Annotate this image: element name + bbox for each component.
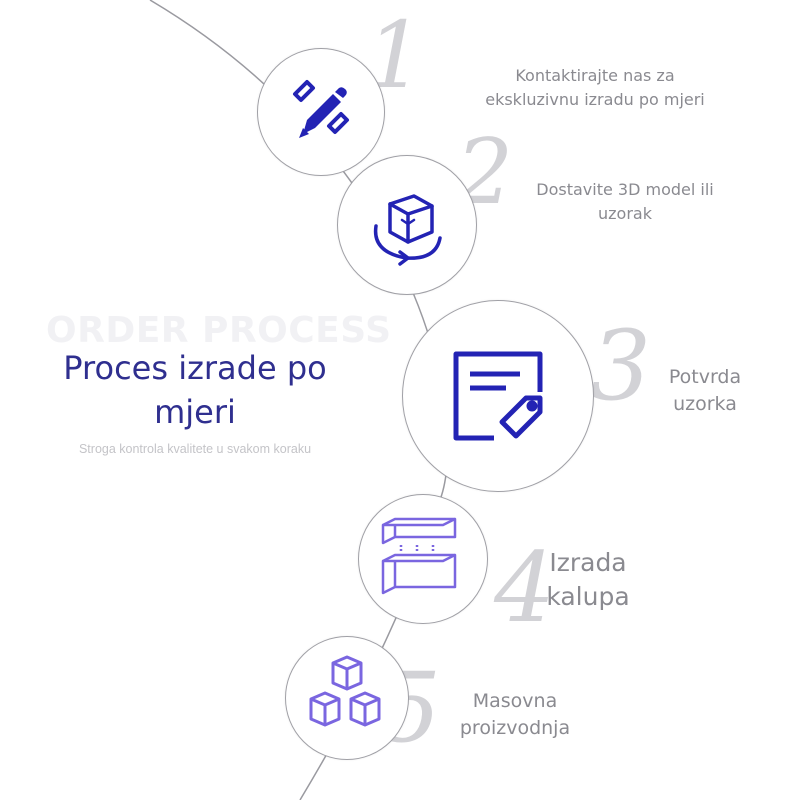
step-label-3: Potvrda uzorka bbox=[668, 366, 742, 415]
mold-box-icon bbox=[381, 517, 457, 595]
step-circle-2 bbox=[337, 155, 477, 295]
stacked-cubes-icon bbox=[309, 655, 381, 727]
document-tag-icon bbox=[453, 351, 543, 441]
step-circle-4 bbox=[358, 494, 488, 624]
step-label-2: Dostavite 3D model ili uzorak bbox=[536, 180, 714, 223]
pencil-ruler-icon bbox=[293, 80, 349, 138]
step-circle-3 bbox=[402, 300, 594, 492]
step-number-4: 4 bbox=[494, 532, 556, 644]
step-circle-5 bbox=[285, 636, 409, 760]
page-title: Proces izrade po mjeri bbox=[63, 349, 327, 431]
step-label-5: Masovna proizvodnja bbox=[459, 690, 571, 739]
step-label-4: Izrada kalupa bbox=[546, 548, 630, 611]
step-circle-1 bbox=[257, 48, 385, 176]
step-label-1: Kontaktirajte nas za ekskluzivnu izradu … bbox=[485, 66, 705, 109]
watermark-text: ORDER PROCESS bbox=[46, 310, 392, 351]
cube-rotate-icon bbox=[373, 194, 442, 266]
page-subtitle: Stroga kontrola kvalitete u svakom korak… bbox=[78, 442, 312, 456]
step-number-3: 3 bbox=[590, 310, 652, 422]
